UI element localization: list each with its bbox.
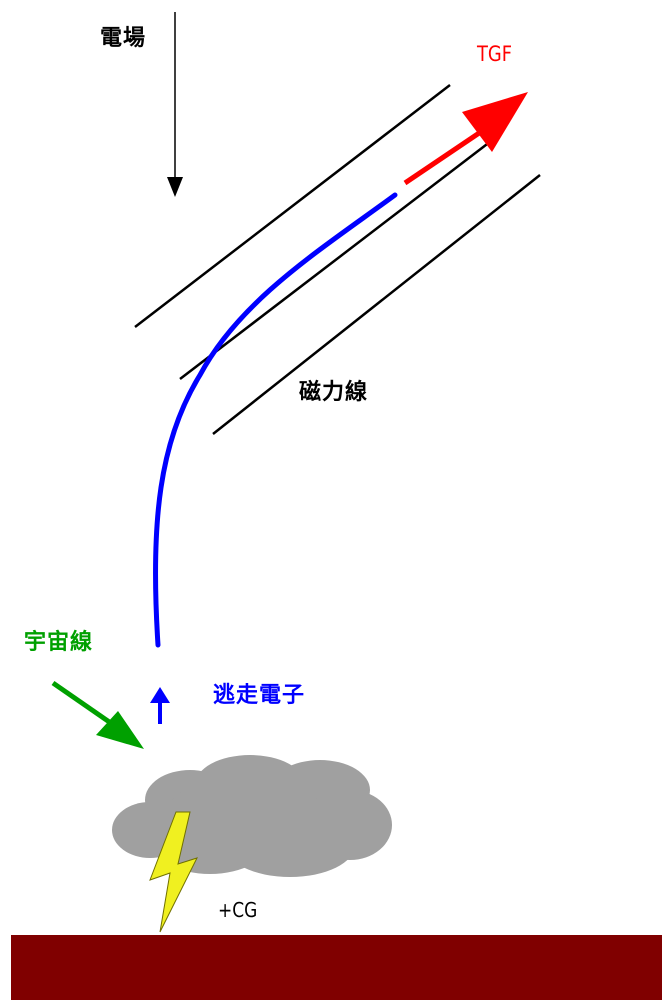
electric-field-label: 電場 [100, 26, 147, 51]
cosmic-ray-arrow [51, 680, 144, 749]
electric-field-arrow [167, 12, 183, 197]
thundercloud [112, 755, 392, 877]
magnetic-field-line [134, 84, 451, 328]
magnetic-field-lines [134, 84, 541, 435]
magnetic-field-line [212, 174, 541, 435]
ground [11, 935, 662, 1000]
tgf-label: TGF [477, 42, 513, 66]
lightning-bolt [149, 811, 198, 933]
magnetic-field-line [179, 137, 496, 380]
electron-path [152, 192, 398, 648]
runaway-electrons-label: 逃走電子 [213, 683, 306, 708]
cosmic-rays-label: 宇宙線 [24, 630, 94, 655]
lightning-label: +CG [218, 898, 258, 922]
magnetic-field-lines-label: 磁力線 [299, 380, 369, 405]
runaway-electron-arrow [150, 687, 170, 724]
tgf-arrow [403, 92, 528, 186]
